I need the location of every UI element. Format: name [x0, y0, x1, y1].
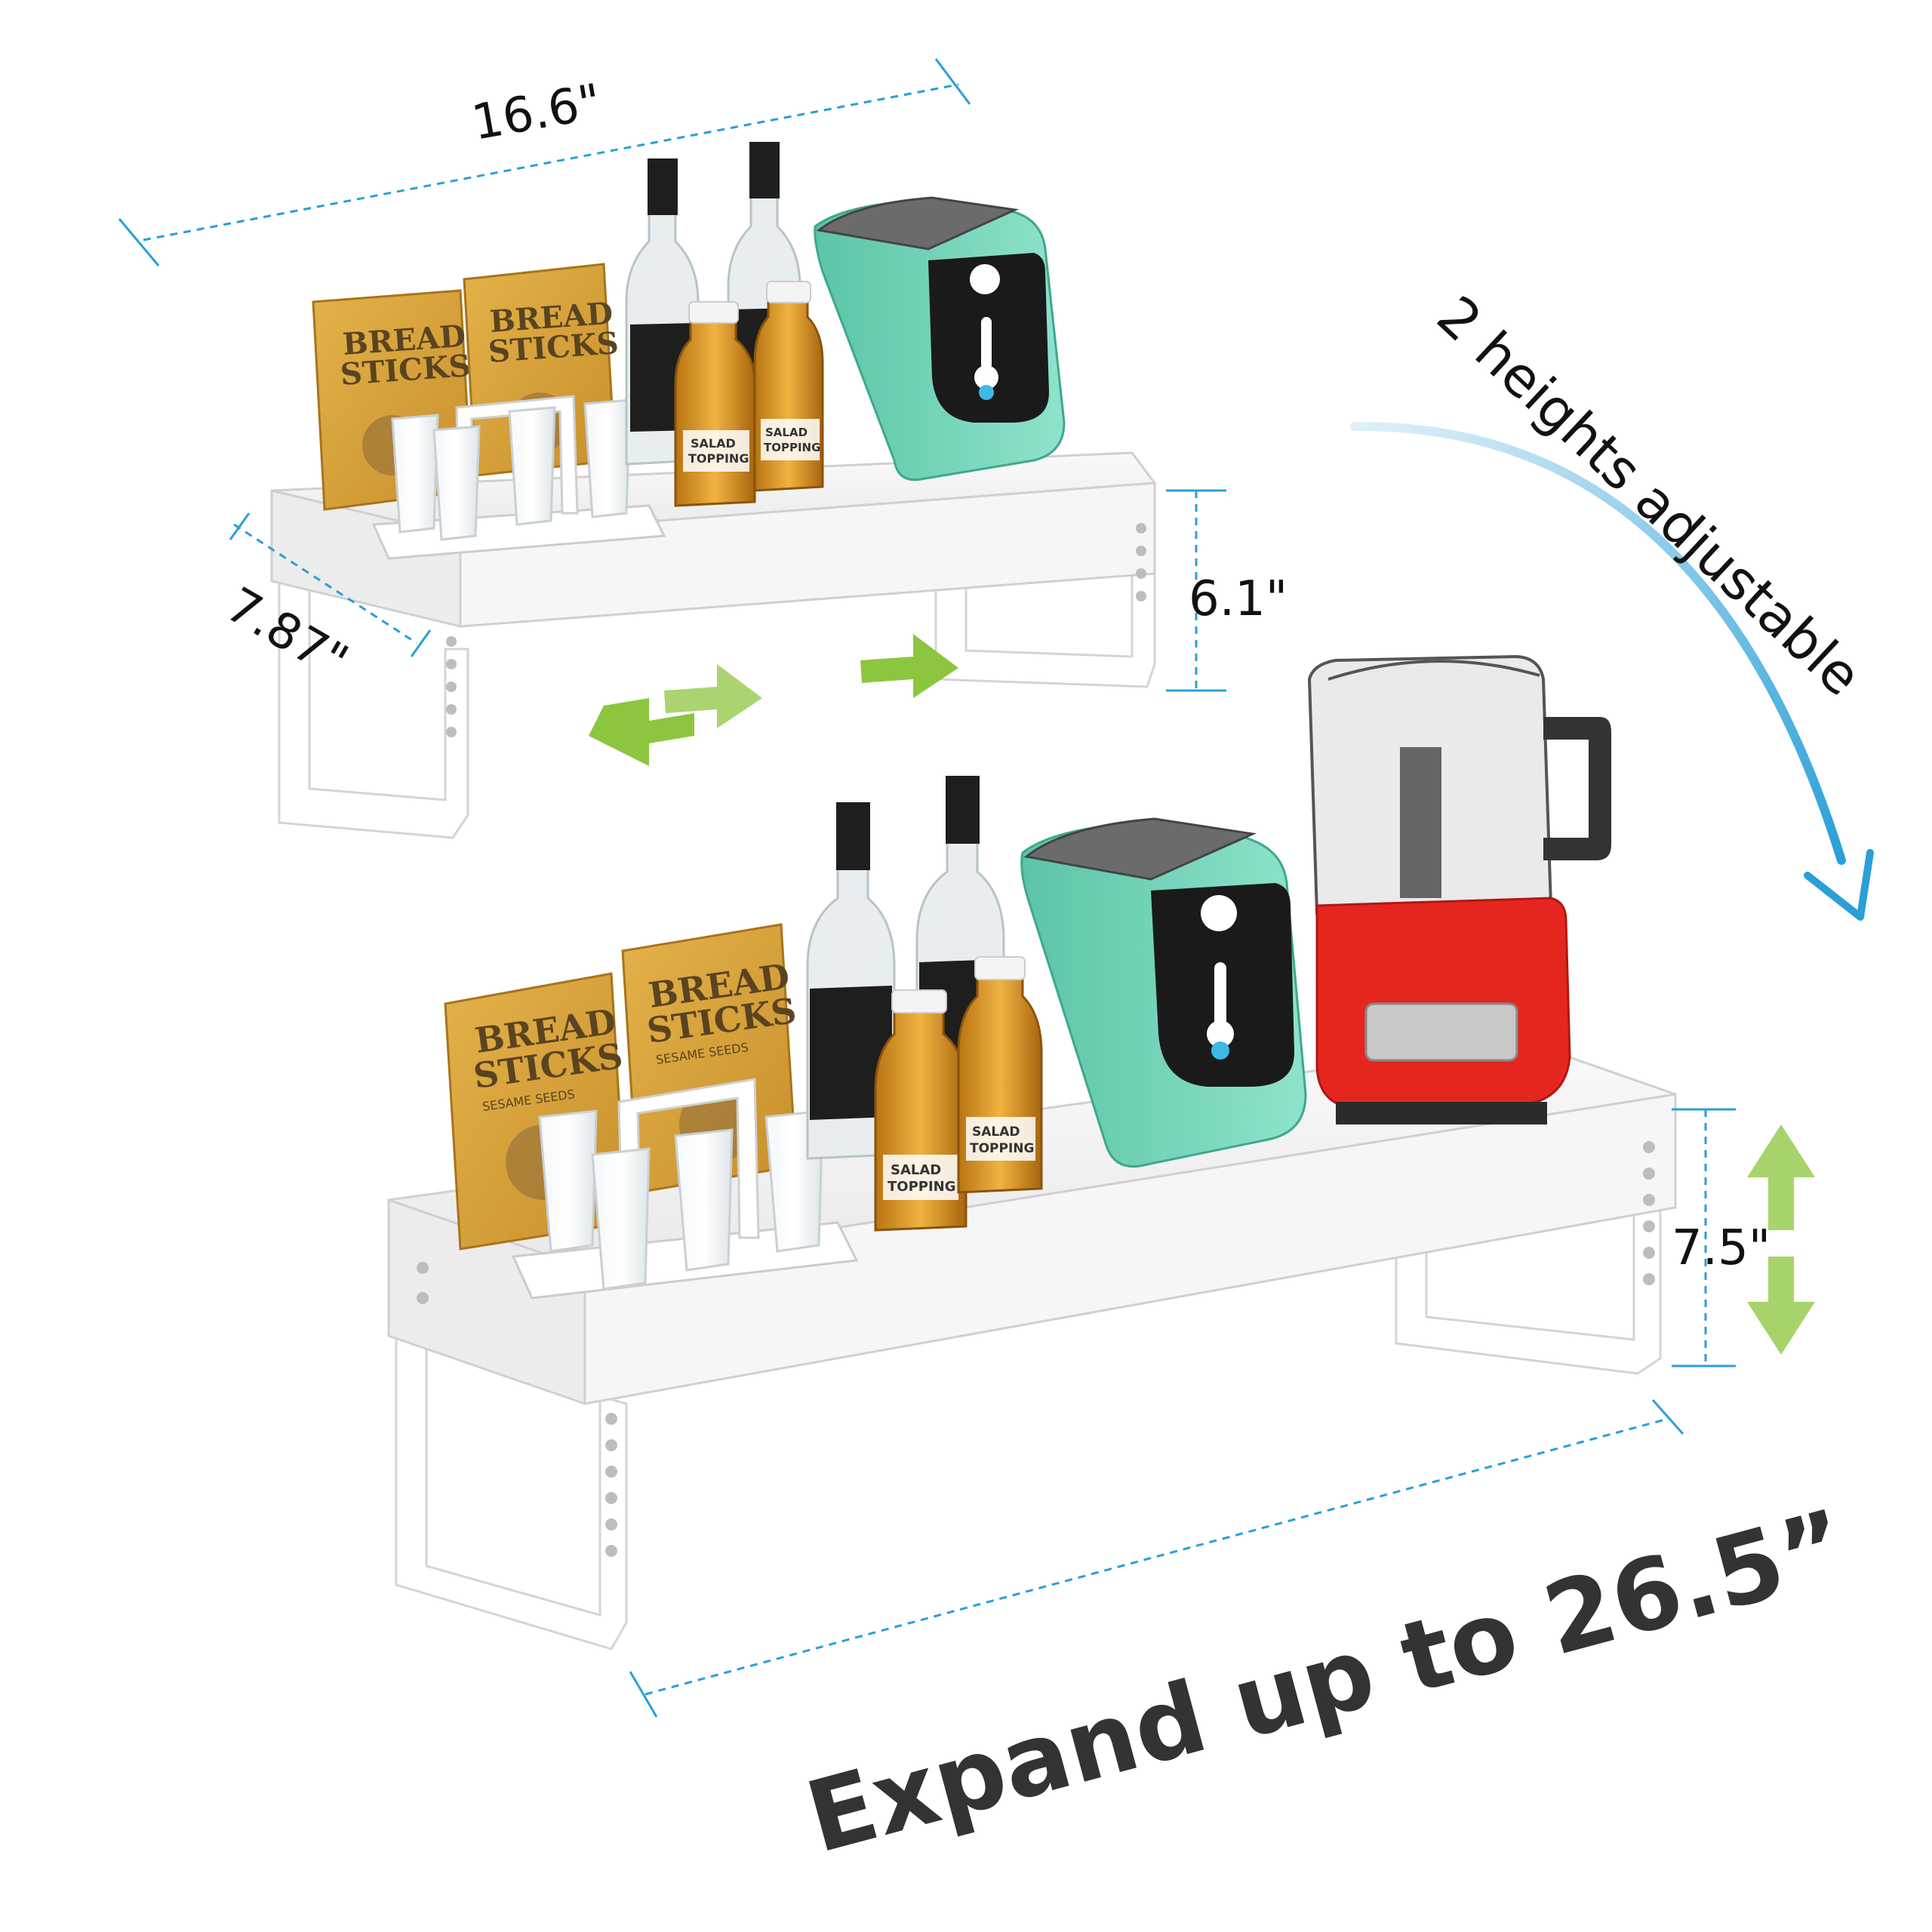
top-toaster	[814, 196, 1066, 481]
expand-callout-text: Expand up to 26.5”	[795, 1487, 1859, 1875]
curved-arrow-icon	[1804, 849, 1874, 921]
jar-label-line1: SALAD	[891, 1162, 941, 1178]
up-down-arrow-icon	[1747, 1124, 1815, 1355]
expand-arrows-icon	[589, 634, 958, 766]
top-shelf-leg-holes	[446, 523, 1146, 737]
jar-label-line1: SALAD	[972, 1124, 1020, 1140]
bottom-glass-tray	[511, 1078, 859, 1300]
top-shelf-scene: BREAD STICKS BREAD STICKS	[270, 142, 1157, 839]
bottom-shelf-leg-holes	[417, 1141, 1655, 1557]
bottom-food-processor	[1307, 654, 1611, 1124]
bottom-height-dimension: 7.5"	[1672, 1108, 1815, 1367]
heights-adjustable-text: 2 heights adjustable	[1425, 284, 1873, 708]
bottom-sauce-jars: SALAD TOPPING SALAD TOPPING	[874, 956, 1043, 1232]
expand-width-dimension: Expand up to 26.5”	[629, 1399, 1859, 1875]
bottom-shelf-scene: BREAD STICKS SESAME SEEDS BREAD STICKS S…	[387, 654, 1677, 1651]
top-height-dimension: 6.1"	[1166, 489, 1287, 692]
jar-label-line2: TOPPING	[888, 1179, 956, 1195]
top-width-label: 16.6"	[468, 74, 605, 152]
top-sauce-jars: SALAD TOPPING SALAD TOPPING	[674, 281, 824, 507]
jar-label-line2: TOPPING	[970, 1141, 1034, 1156]
jar-label-line2: TOPPING	[688, 451, 749, 466]
jar-label-line2: TOPPING	[764, 441, 820, 454]
bottom-toaster	[1020, 817, 1307, 1168]
bag-label-line1: BREAD	[488, 296, 614, 340]
bottom-height-label: 7.5"	[1672, 1220, 1770, 1276]
top-height-label: 6.1"	[1189, 571, 1287, 627]
jar-label-line1: SALAD	[691, 436, 736, 451]
top-glass-tray	[371, 395, 666, 560]
bag-label-line1: BREAD	[341, 318, 466, 362]
jar-label-line1: SALAD	[765, 426, 808, 439]
